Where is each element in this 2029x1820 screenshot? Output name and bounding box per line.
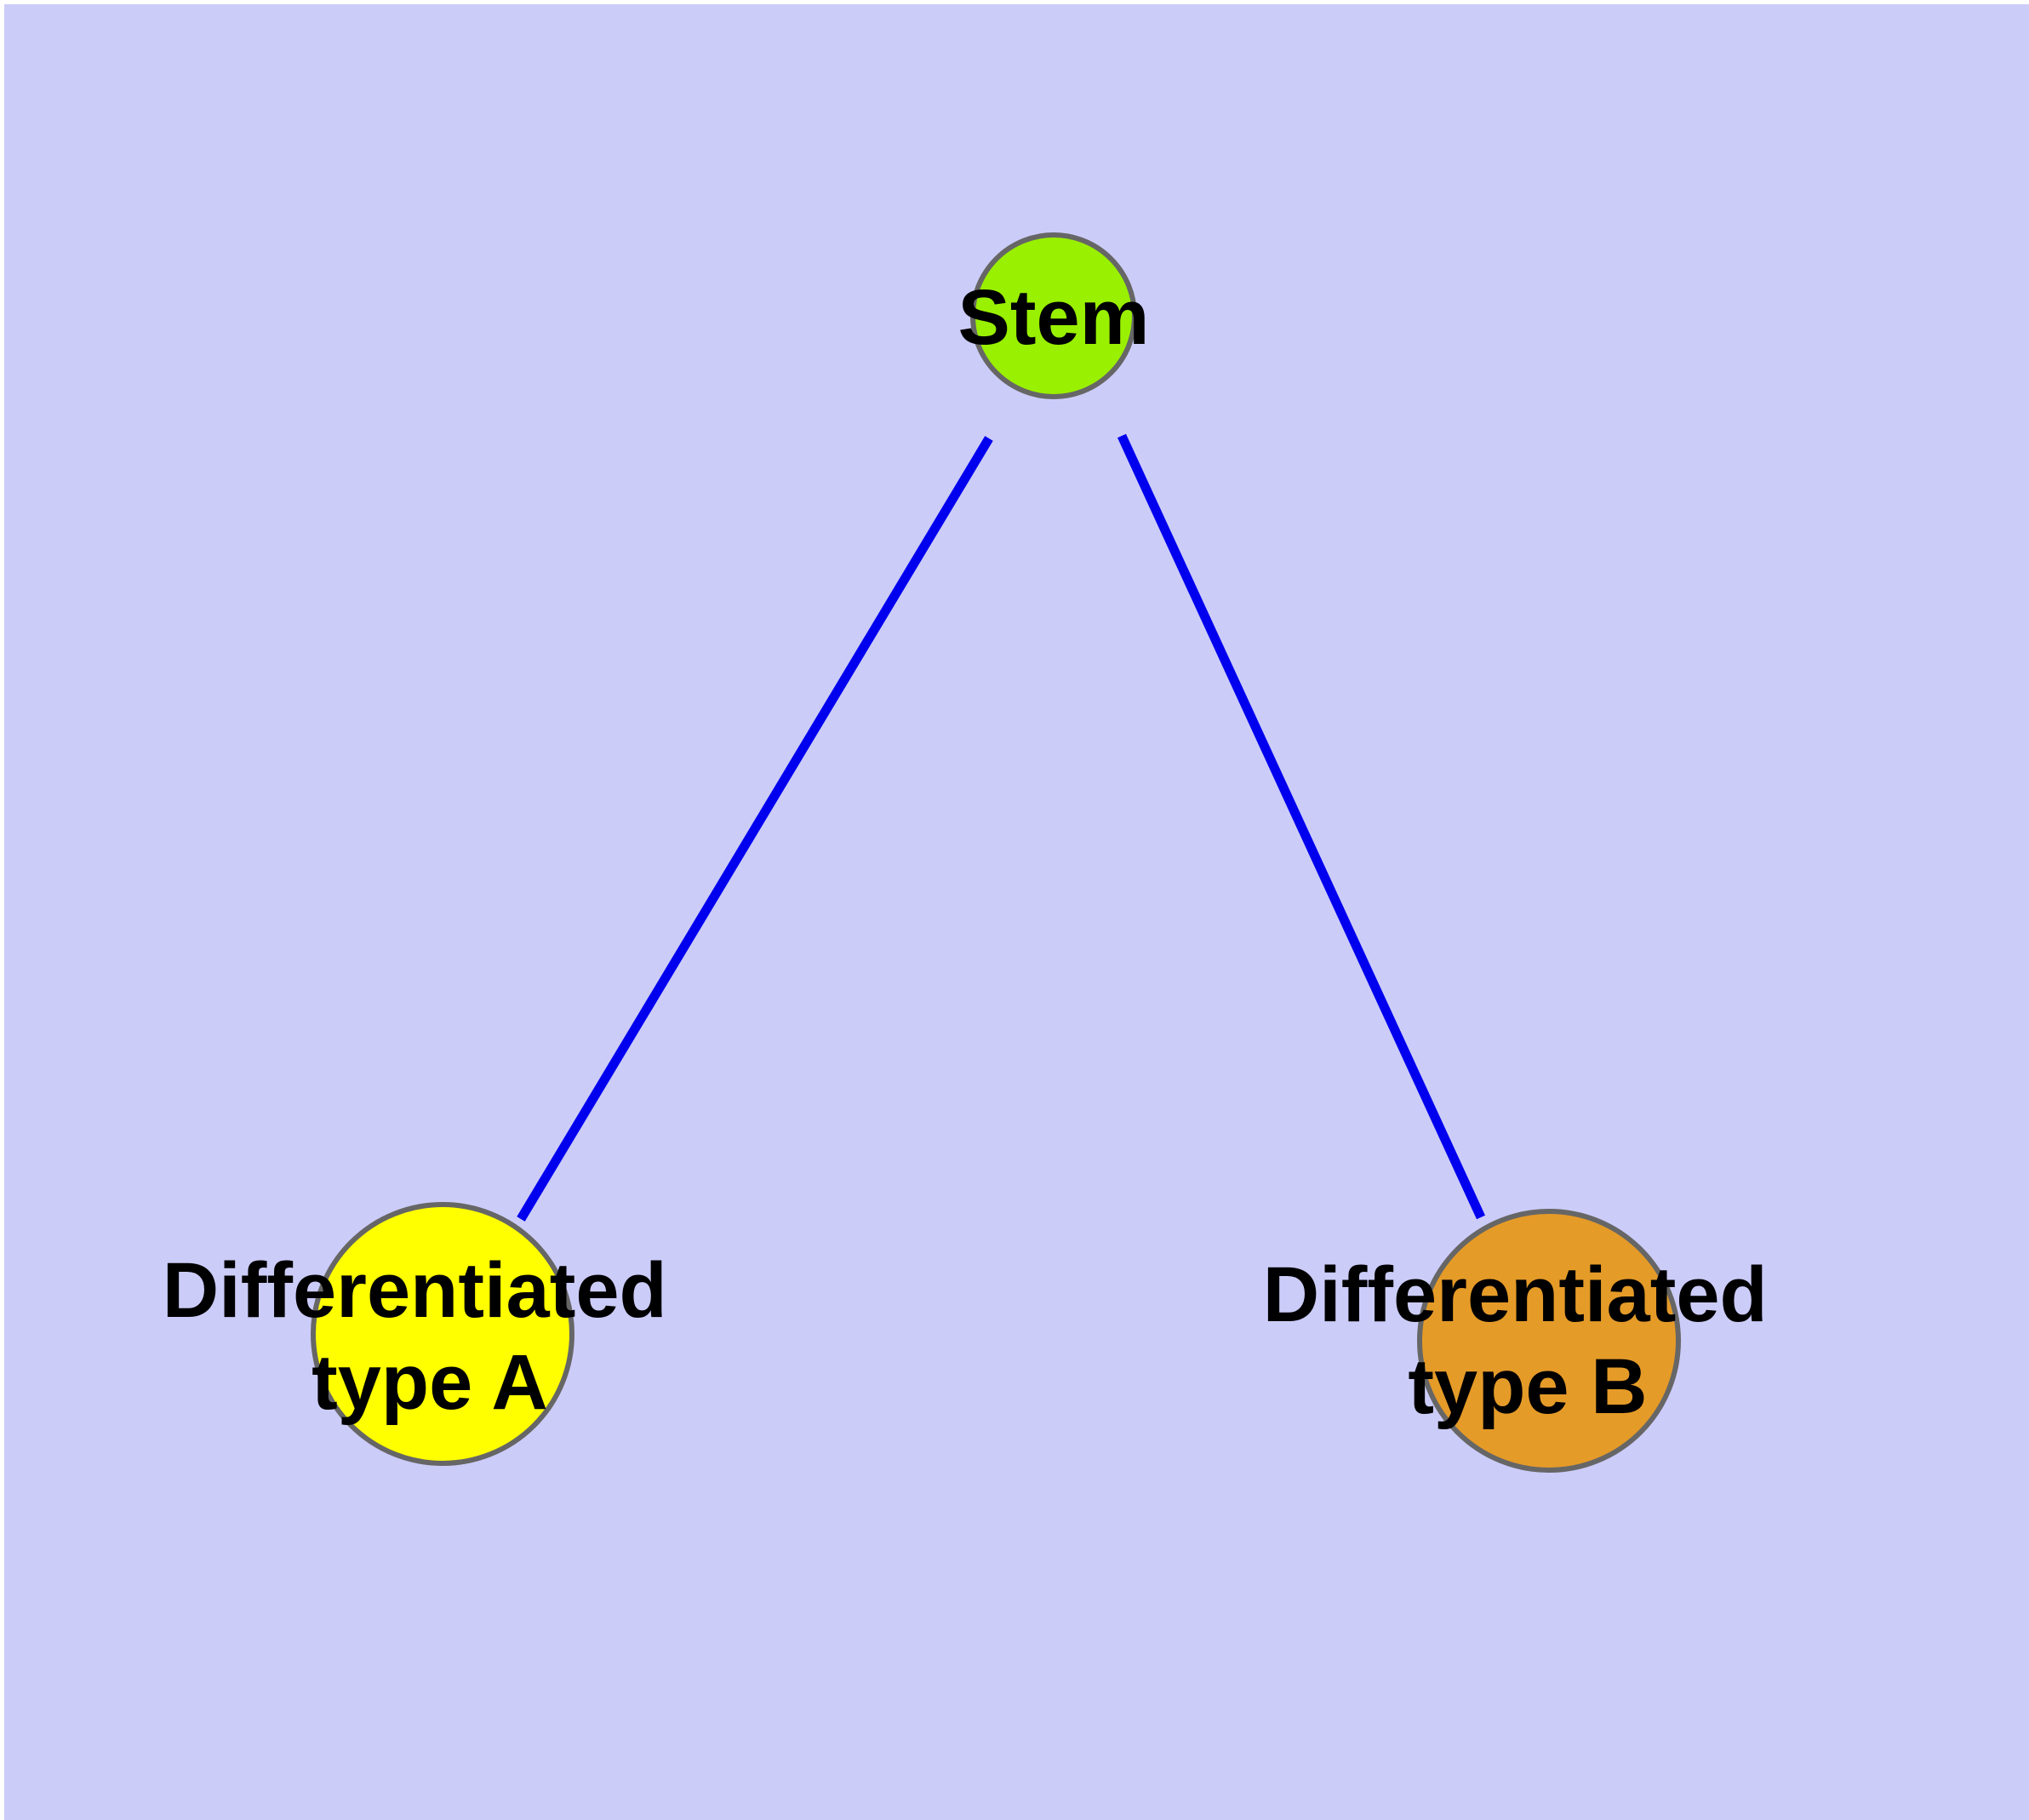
node-label-stem: Stem [958, 274, 1150, 361]
node-label-differentiated-type-b-line-2: type B [1408, 1343, 1647, 1430]
edge-stem-to-differentiated-type-b[interactable] [1117, 433, 1485, 1220]
node-label-differentiated-type-a-line-2: type A [311, 1339, 548, 1426]
node-stem[interactable] [970, 232, 1137, 399]
node-label-differentiated-type-a: Differentiated type A [163, 1247, 689, 1426]
node-label-differentiated-type-b: Differentiated type B [1263, 1251, 1790, 1430]
node-differentiated-type-a[interactable] [311, 1202, 574, 1466]
node-label-differentiated-type-a-line-1: Differentiated [163, 1247, 667, 1334]
edge-stem-to-differentiated-type-a[interactable] [517, 436, 993, 1222]
node-label-differentiated-type-b-line-1: Differentiated [1263, 1251, 1768, 1338]
node-label-stem-line-1: Stem [958, 274, 1150, 361]
node-differentiated-type-b[interactable] [1417, 1209, 1681, 1473]
